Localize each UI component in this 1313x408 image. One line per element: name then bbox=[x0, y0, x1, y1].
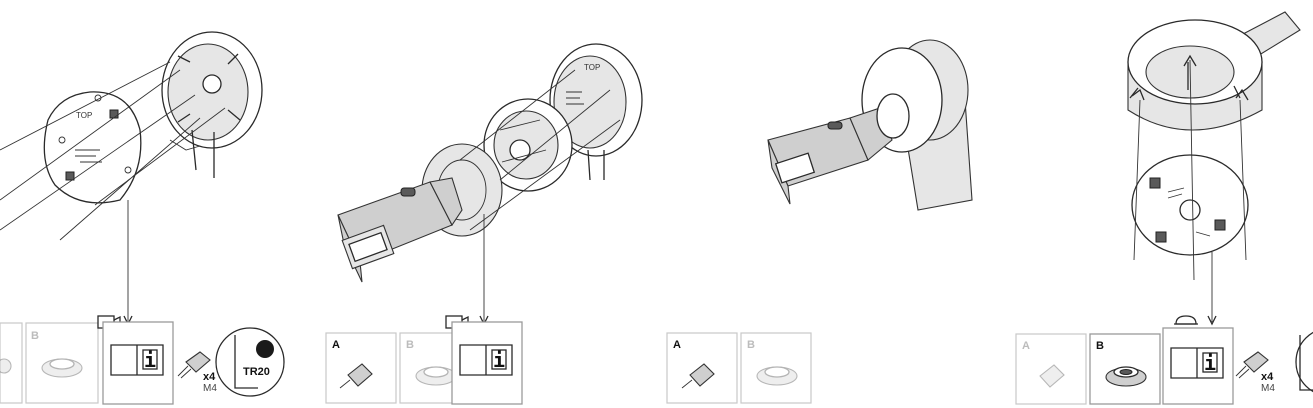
info-book-tile: i bbox=[451, 321, 523, 405]
ceiling-mount-icon bbox=[1105, 366, 1147, 387]
option-tile-b: B bbox=[1089, 333, 1161, 405]
svg-text:i: i bbox=[1204, 351, 1216, 375]
bullet-camera bbox=[767, 93, 910, 205]
svg-text:i: i bbox=[144, 348, 156, 372]
wall-mount-icon bbox=[339, 363, 373, 389]
panel-2-attach-camera: TOP A bbox=[325, 43, 643, 405]
panel-1-mount-plate-to-box: TOP B bbox=[0, 31, 285, 405]
tool-size: TR20 bbox=[243, 366, 270, 378]
option-label-b: B bbox=[1096, 340, 1104, 352]
option-label-a: A bbox=[673, 339, 681, 351]
screw-count: x4 bbox=[1261, 371, 1274, 383]
info-book-icon: i bbox=[459, 344, 513, 376]
wall-mount-icon bbox=[1039, 364, 1065, 388]
mounting-plate: TOP bbox=[43, 91, 142, 204]
torx-wrench-icon: TR20 bbox=[215, 327, 285, 397]
assembly-lines bbox=[459, 69, 621, 326]
option-label-b: B bbox=[747, 339, 755, 351]
screw-icon: x4 M4 bbox=[1235, 351, 1275, 394]
screw-size: M4 bbox=[203, 383, 217, 394]
assembly-lines bbox=[0, 61, 226, 326]
option-label-a: A bbox=[332, 339, 340, 351]
screw-count: x4 bbox=[203, 371, 216, 383]
mounting-plate bbox=[483, 98, 573, 192]
torx-wrench-icon bbox=[1295, 331, 1313, 393]
option-label-b: B bbox=[31, 330, 39, 342]
info-book-icon: i bbox=[110, 344, 164, 376]
assembly-lines bbox=[1131, 54, 1249, 326]
bullet-camera bbox=[337, 177, 463, 283]
info-book-tile: i bbox=[1162, 327, 1234, 405]
junction-box bbox=[1127, 19, 1263, 131]
screw-size: M4 bbox=[1261, 383, 1275, 394]
ceiling-mount-icon bbox=[756, 366, 798, 386]
option-label-b: B bbox=[406, 339, 414, 351]
wall-mount-icon bbox=[0, 358, 12, 374]
plate-top-label: TOP bbox=[584, 63, 600, 72]
option-tile-a bbox=[0, 322, 23, 404]
info-book-tile: i bbox=[102, 321, 174, 405]
option-tile-b: B bbox=[25, 322, 99, 404]
info-book-icon: i bbox=[1170, 347, 1224, 379]
junction-box: TOP bbox=[549, 43, 643, 181]
dome-icon bbox=[1174, 315, 1198, 325]
option-tile-a: A bbox=[666, 332, 738, 404]
option-label-a: A bbox=[1022, 340, 1030, 352]
plate-top-label: TOP bbox=[76, 111, 92, 120]
screw-icon: x4 M4 bbox=[177, 351, 217, 394]
option-tile-b: B bbox=[740, 332, 812, 404]
ceiling-mount-icon bbox=[41, 358, 83, 378]
panel-3-installed-camera: A B bbox=[666, 39, 973, 404]
mounting-plate bbox=[1131, 154, 1249, 256]
panel-4-ceiling-mount: A B i bbox=[1015, 11, 1313, 405]
junction-box bbox=[161, 31, 263, 178]
ceiling-mount-icon bbox=[415, 366, 457, 386]
option-tile-a: A bbox=[1015, 333, 1087, 405]
wall-mount-icon bbox=[681, 363, 715, 389]
option-tile-a: A bbox=[325, 332, 397, 404]
svg-text:i: i bbox=[493, 348, 505, 372]
